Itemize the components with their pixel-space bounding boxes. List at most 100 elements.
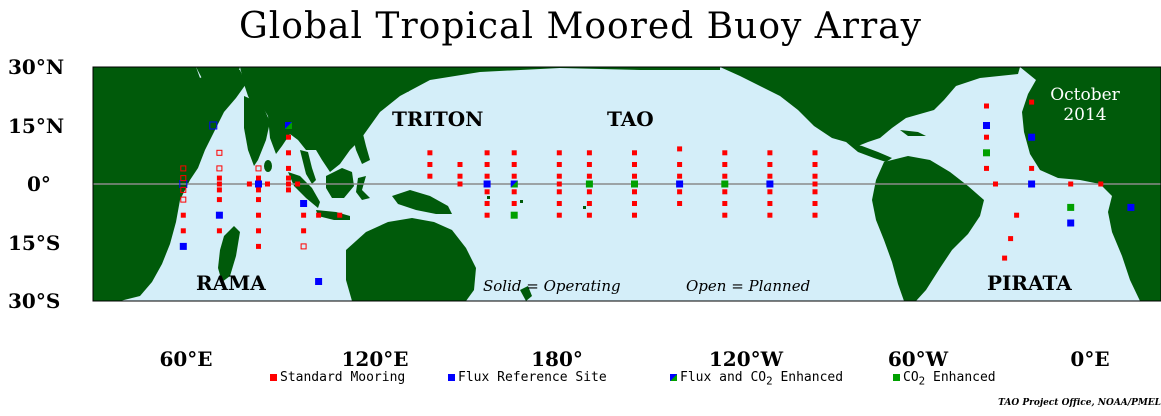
mooring-standard [812,150,818,156]
legend-note-solid: Solid = Operating [483,277,621,295]
map-title: Global Tropical Moored Buoy Array [239,6,922,47]
mooring-standard [632,189,637,195]
mooring-standard [586,189,592,195]
mooring-standard [812,201,818,206]
mooring-standard [256,243,261,249]
legend-item-co2: CO2 Enhanced [893,370,996,388]
mooring-standard [677,173,683,179]
mooring-standard [484,150,490,156]
north-america [720,67,1020,146]
mooring-standard [286,165,291,171]
mooring-standard [256,197,261,203]
date-month: October [1050,85,1120,105]
mooring-standard [812,212,818,218]
mooring-standard [286,181,291,187]
credit-text: TAO Project Office, NOAA/PMEL [998,398,1161,408]
mooring-standard [216,175,222,181]
mooring-standard [511,162,517,167]
mooring-standard [511,173,517,179]
mooring-standard [286,134,291,140]
mooring-flux-co2-overlay [285,122,292,129]
mooring-standard [677,201,683,206]
mooring-standard [1068,181,1074,187]
mooring-standard [984,103,989,109]
sri-lanka [264,160,272,172]
mooring-standard [722,212,728,218]
mooring-flux [1028,133,1036,141]
mooring-standard [677,189,683,195]
mooring-standard [511,201,517,206]
arabia [196,67,240,122]
mooring-standard [984,165,989,171]
mooring-standard-planned [180,165,187,172]
mooring-standard [586,212,592,218]
mooring-standard [484,189,490,195]
sulawesi [356,176,370,200]
lon-label-0e: 0°E [1070,347,1110,371]
mooring-markers [179,99,1135,285]
legend-label-flux-co2-a: Flux and CO [680,370,767,385]
mooring-standard [180,228,186,234]
mooring-standard [265,181,270,187]
date-year: 2014 [1063,105,1107,125]
mooring-flux [483,180,491,188]
mooring-flux [255,180,262,188]
legend-label-flux-co2-b: Enhanced [772,370,844,385]
mooring-flux [179,242,187,250]
lat-label-0: 0° [27,172,51,196]
mooring-standard [993,181,998,187]
mooring-standard-planned [255,165,262,172]
mooring-standard-planned [216,149,223,156]
lon-label-60w: 60°W [887,347,949,371]
mooring-co2 [721,180,729,188]
mooring-standard [767,201,773,206]
mooring-flux [983,122,990,129]
mooring-standard [216,228,222,234]
mooring-standard [457,173,463,179]
mooring-standard [301,212,307,218]
lat-label-30s: 30°S [8,289,61,313]
india [244,96,270,166]
mooring-standard [586,162,592,167]
mooring-standard [722,150,728,156]
mooring-standard [632,150,637,156]
mooring-co2 [983,149,990,157]
region-label-tao: TAO [607,107,654,131]
mooring-standard [767,162,773,167]
pacific-island [520,200,523,203]
mooring-co2 [585,180,593,188]
mooring-standard [556,189,562,195]
mooring-flux [215,211,223,219]
mooring-standard [484,201,490,206]
mooring-standard [767,150,773,156]
mooring-standard [812,189,818,195]
mooring-standard [632,162,637,167]
mooring-standard [256,212,261,218]
sumatra [288,172,320,208]
mooring-standard [216,197,222,203]
legend: Standard Mooring Flux Reference Site Flu… [0,370,1161,390]
legend-label-co2-sub: 2 [918,374,926,388]
mooring-standard [1008,236,1014,242]
mooring-standard [484,212,490,218]
lat-label-15n: 15°N [8,114,65,138]
mooring-standard [301,228,307,234]
mooring-standard-planned [216,165,223,172]
new-guinea [392,190,452,214]
mooring-standard [586,150,592,156]
standard-swatch [270,374,277,381]
mooring-co2 [510,211,518,219]
mooring-standard [722,173,728,179]
co2-swatch [893,374,900,381]
asia [240,67,720,172]
lon-label-120w: 120°W [708,347,784,371]
caribbean [900,130,926,136]
mooring-standard [427,150,433,156]
mooring-standard [316,212,322,218]
mooring-standard [767,173,773,179]
mooring-standard [556,150,562,156]
mooring-standard [511,189,517,195]
mooring-standard [722,162,728,167]
mooring-flux [315,278,323,285]
